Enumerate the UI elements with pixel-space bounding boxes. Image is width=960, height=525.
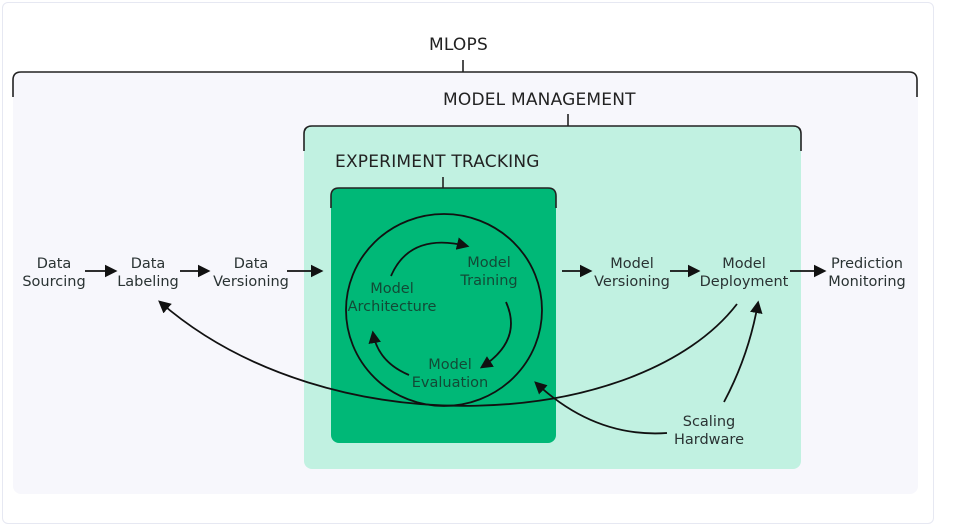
- node-model-deployment: Model Deployment: [699, 256, 789, 290]
- node-data-labeling: Data Labeling: [117, 256, 179, 290]
- arrow-deployment-to-labeling: [158, 300, 738, 407]
- experiment-tracking-region: [331, 188, 556, 443]
- model-management-bracket: [303, 125, 802, 151]
- model-management-title: MODEL MANAGEMENT: [443, 90, 636, 110]
- node-data-versioning: Data Versioning: [213, 256, 289, 290]
- arrow-scaling-to-deployment: [723, 300, 763, 403]
- arrow-scaling-to-evaluation: [534, 381, 668, 435]
- mlops-title: MLOPS: [429, 35, 488, 55]
- node-data-sourcing: Data Sourcing: [22, 256, 86, 290]
- node-model-evaluation: Model Evaluation: [411, 357, 489, 391]
- node-scaling-hardware: Scaling Hardware: [673, 414, 744, 448]
- experiment-tracking-title: EXPERIMENT TRACKING: [335, 152, 540, 172]
- arrow-architecture-to-training: [390, 237, 470, 277]
- node-prediction-monitoring: Prediction Monitoring: [828, 256, 906, 290]
- mlops-bracket: [12, 71, 918, 97]
- arrow-training-to-evaluation: [479, 301, 512, 369]
- node-model-training: Model Training: [460, 255, 518, 289]
- arrow-evaluation-to-architecture: [368, 330, 410, 376]
- node-model-architecture: Model Architecture: [347, 281, 437, 315]
- node-model-versioning: Model Versioning: [594, 256, 670, 290]
- experiment-tracking-bracket: [330, 187, 557, 208]
